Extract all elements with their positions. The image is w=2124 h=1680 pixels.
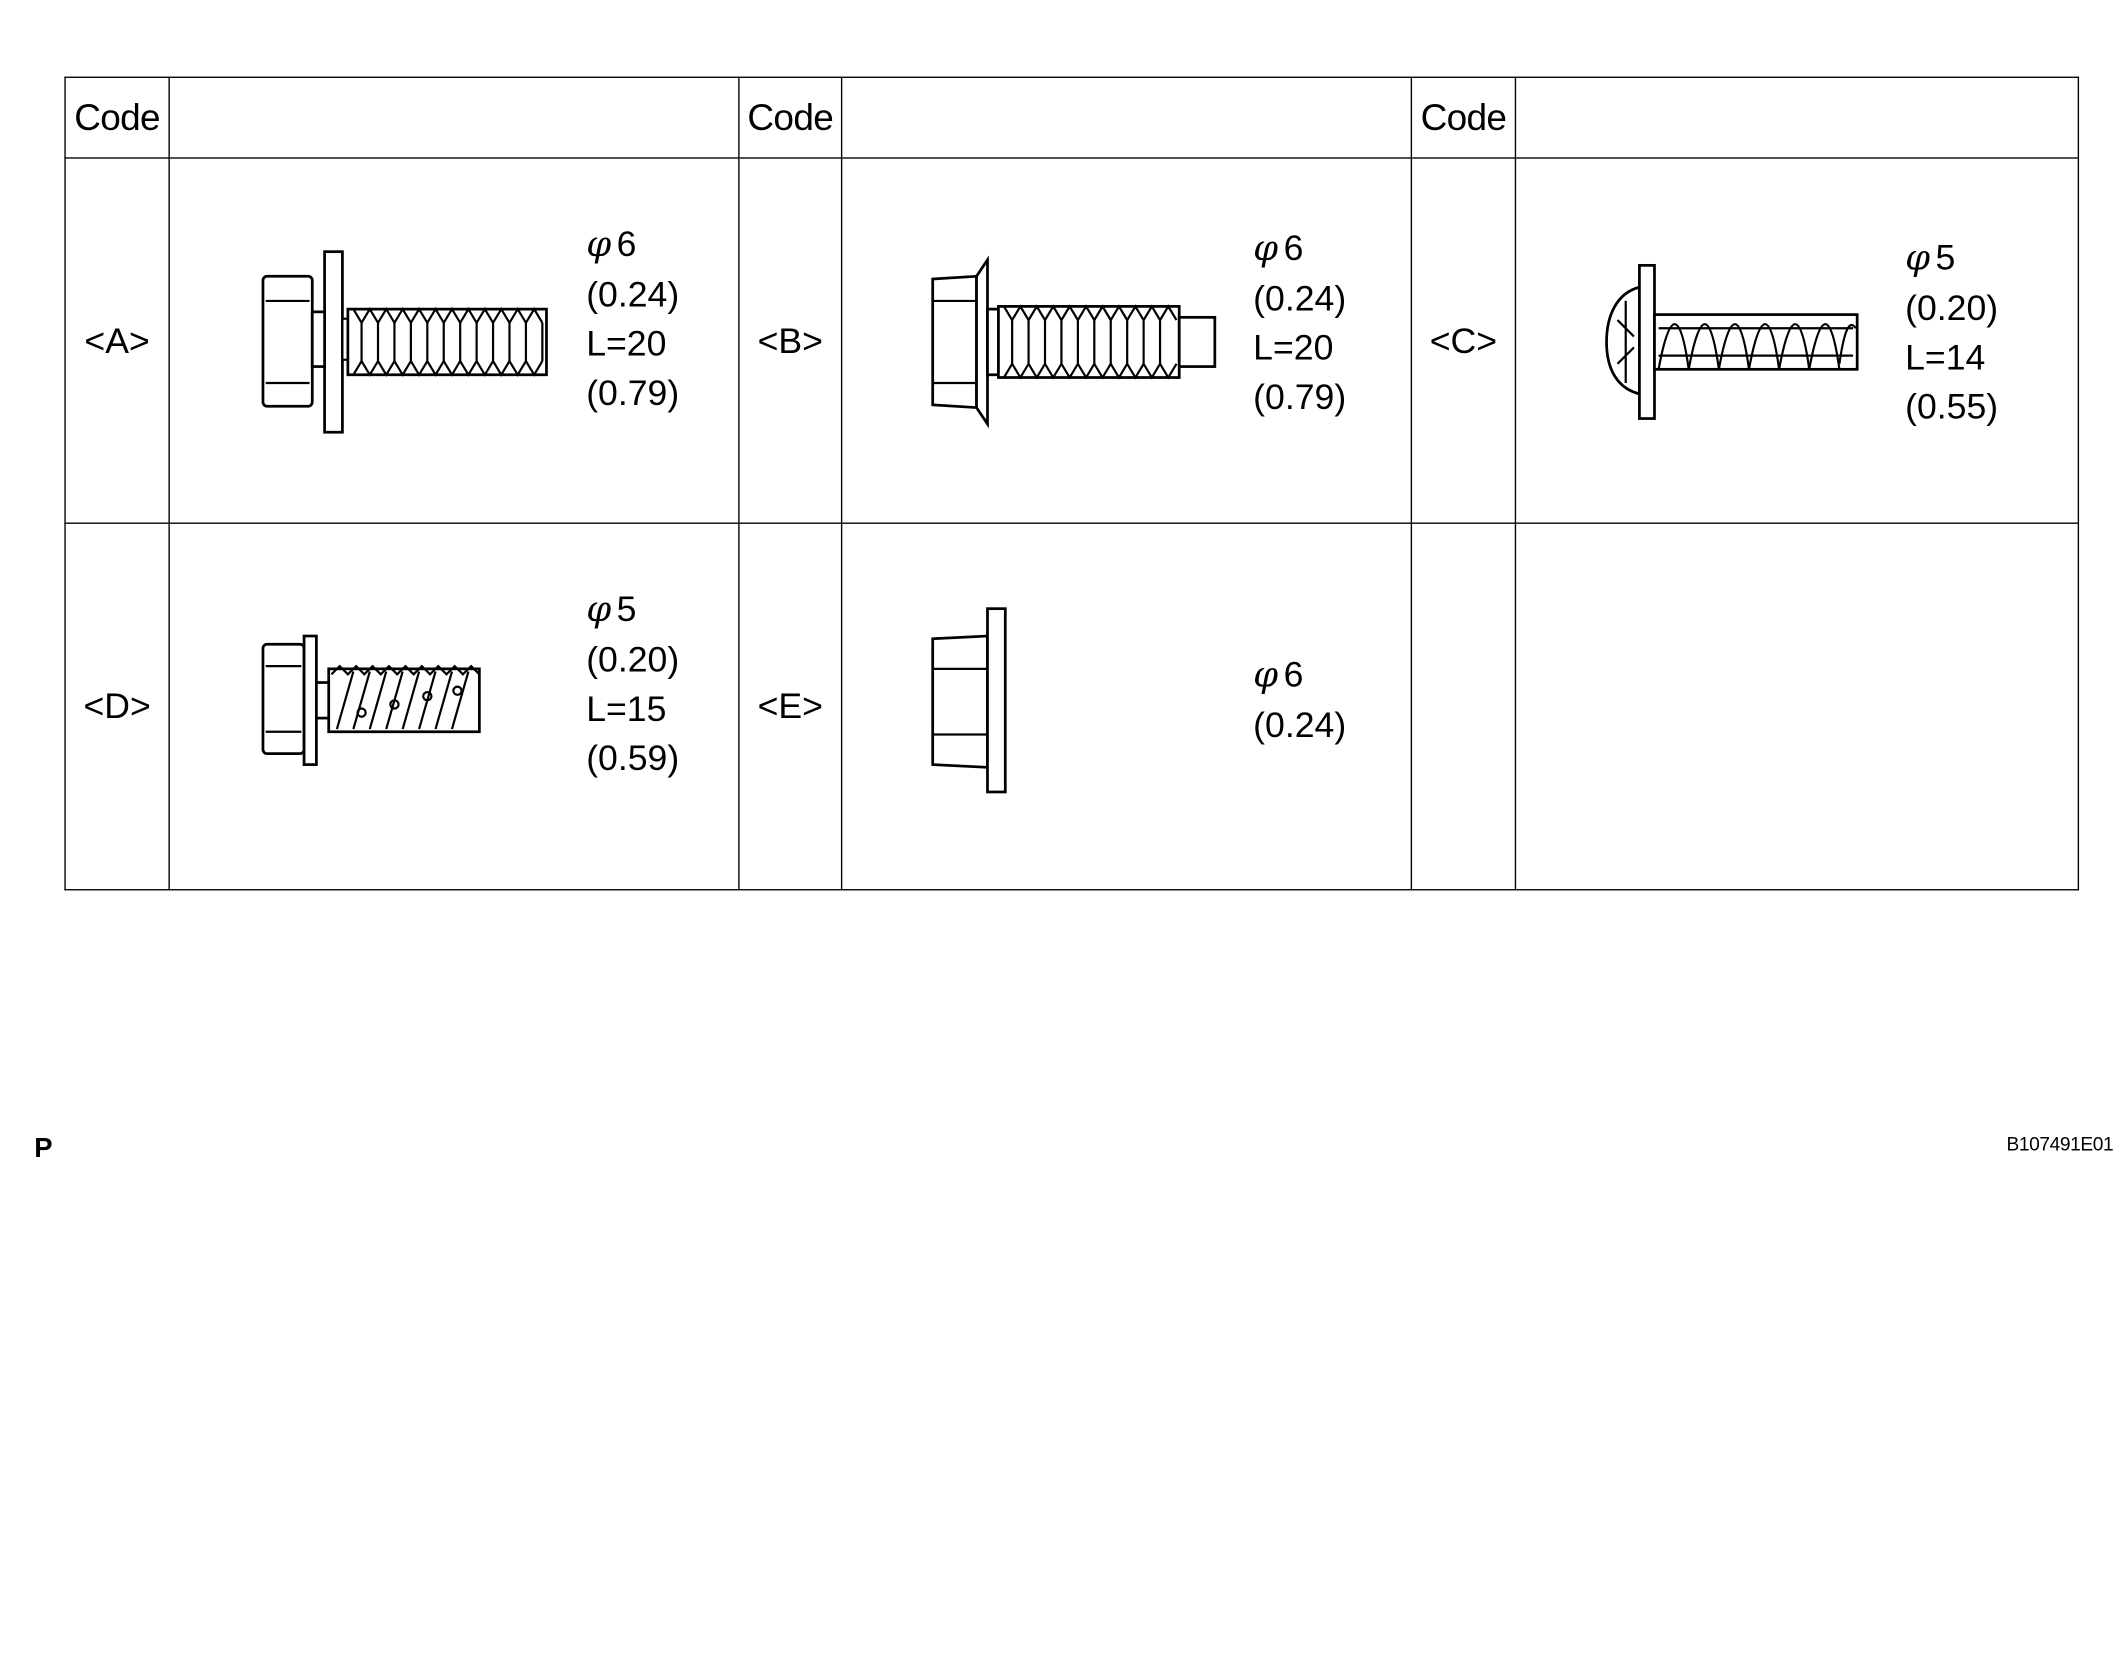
pan-head-tapping-screw-icon — [1605, 263, 1859, 420]
diameter-in: (0.24) — [1253, 704, 1347, 746]
length-mm: L=15 — [586, 688, 667, 730]
code-cell-b: <B> — [738, 157, 843, 524]
diameter-mm: 6 — [1283, 653, 1304, 695]
image-header-1 — [168, 76, 740, 159]
length-mm: L=20 — [1253, 326, 1334, 368]
length-in: (0.59) — [586, 737, 680, 779]
diameter-mm: 6 — [616, 222, 637, 264]
code-cell-e: <E> — [738, 522, 843, 891]
figure-id: B107491E01 — [2006, 1132, 2114, 1155]
image-header-2 — [840, 76, 1413, 159]
diameter-in: (0.20) — [1905, 287, 1999, 329]
diameter-mm: 5 — [616, 588, 637, 630]
length-in: (0.79) — [1253, 376, 1347, 418]
diameter-mm: 6 — [1283, 227, 1304, 269]
flange-nut-icon — [931, 607, 1007, 794]
diameter-mm: 5 — [1935, 236, 1956, 278]
code-cell-empty — [1410, 522, 1517, 891]
code-header-1: Code — [64, 76, 170, 159]
hex-bolt-with-washer-icon — [261, 250, 548, 434]
code-cell-d: <D> — [64, 522, 170, 891]
code-cell-a: <A> — [64, 157, 170, 524]
fastener-table: Code Code Code <A> — [64, 76, 2080, 891]
length-mm: L=14 — [1905, 336, 1986, 378]
diameter-symbol: φ — [1253, 655, 1279, 697]
length-mm: L=20 — [586, 322, 667, 364]
header-row: Code Code Code — [64, 76, 2080, 159]
code-header-3: Code — [1410, 76, 1517, 159]
diameter-symbol: φ — [586, 589, 612, 631]
diameter-in: (0.24) — [1253, 277, 1347, 319]
diameter-symbol: φ — [1905, 237, 1931, 280]
hex-tapping-screw-with-washer-icon — [261, 634, 481, 766]
diameter-in: (0.20) — [586, 638, 680, 680]
diameter-in: (0.24) — [586, 273, 680, 315]
flange-bolt-icon — [931, 255, 1217, 429]
code-header-2: Code — [738, 76, 843, 159]
fastener-cell-empty — [1514, 522, 2080, 891]
diameter-symbol: φ — [586, 224, 612, 266]
length-in: (0.79) — [586, 372, 680, 414]
page-mark: P — [34, 1133, 53, 1164]
code-cell-c: <C> — [1410, 157, 1517, 524]
diameter-symbol: φ — [1253, 228, 1279, 270]
image-header-3 — [1514, 76, 2080, 159]
length-in: (0.55) — [1905, 385, 1999, 427]
